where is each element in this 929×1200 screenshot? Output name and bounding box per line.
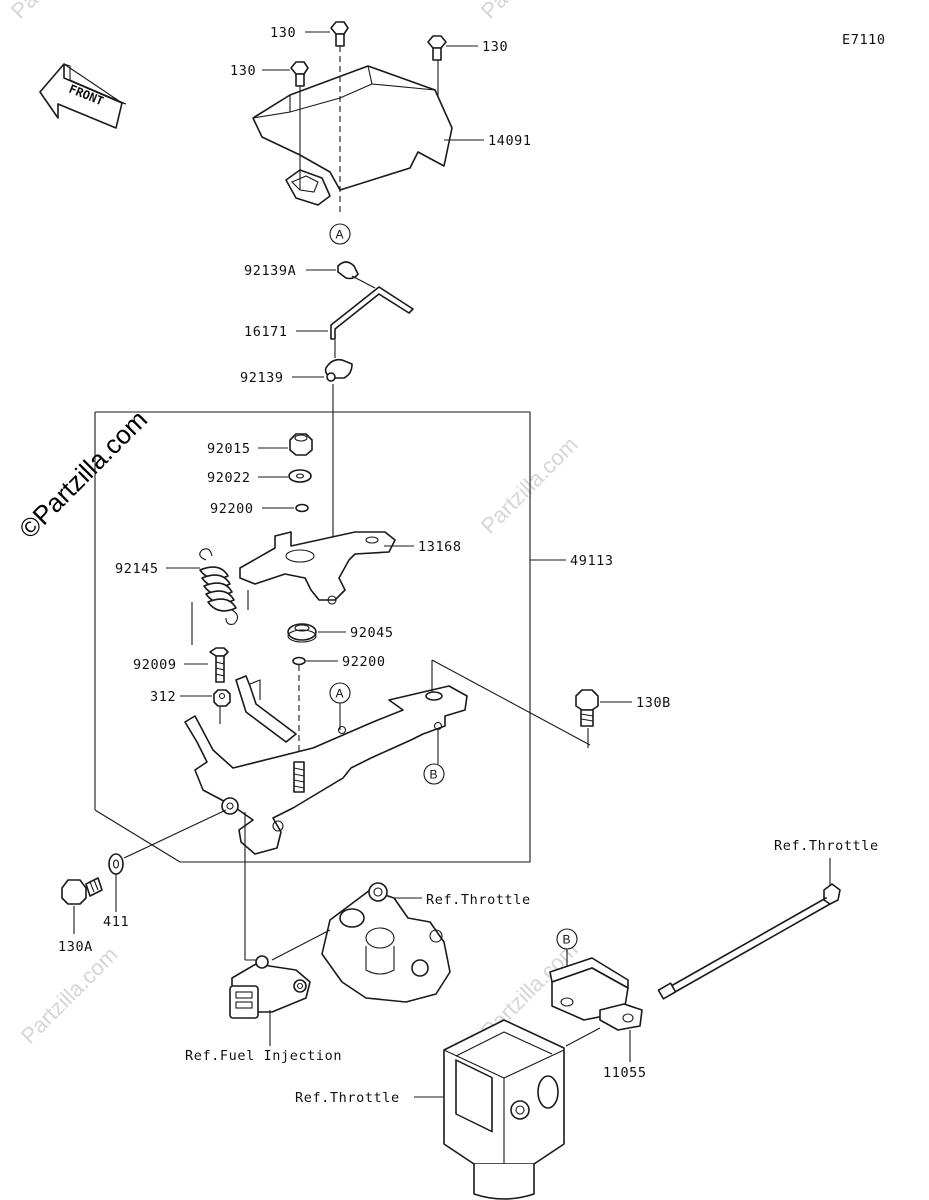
washer-411 <box>108 853 124 875</box>
clip-92139A <box>337 261 359 280</box>
svg-text:B: B <box>430 768 438 782</box>
bolt-130A <box>61 877 103 905</box>
washer-92200-a <box>295 503 309 513</box>
part-14091: 14091 <box>488 133 532 149</box>
part-13168: 13168 <box>418 539 462 555</box>
part-49113: 49113 <box>570 553 614 569</box>
clip-92139 <box>324 358 353 382</box>
part-92200-b: 92200 <box>342 654 386 670</box>
grommet-92045 <box>287 623 317 643</box>
fuel-injection-sensor <box>229 955 311 1019</box>
part-92022: 92022 <box>207 470 251 486</box>
assembly-box <box>95 411 531 863</box>
part-92200-a: 92200 <box>210 501 254 517</box>
part-130-left: 130 <box>230 63 256 79</box>
callout-b-bottom: B <box>556 928 578 950</box>
part-92045: 92045 <box>350 625 394 641</box>
nut-312 <box>213 689 231 707</box>
svg-text:A: A <box>336 228 344 242</box>
part-130A: 130A <box>58 939 93 955</box>
ref-fuel-injection: Ref.Fuel Injection <box>185 1048 342 1064</box>
washer-92022 <box>288 469 312 483</box>
ref-throttle-mid: Ref.Throttle <box>426 892 531 908</box>
lever-13168 <box>239 531 396 605</box>
watermark-top-left: Partzilla.com <box>6 0 113 24</box>
part-92145: 92145 <box>115 561 159 577</box>
part-130B: 130B <box>636 695 671 711</box>
throttle-cable <box>657 883 841 1000</box>
svg-text:A: A <box>336 687 344 701</box>
watermark-top-center: Partzilla.com <box>476 0 583 24</box>
bolt-130B <box>575 689 599 727</box>
watermark-bottom-left: Partzilla.com <box>16 942 123 1049</box>
rod-16171 <box>330 286 414 340</box>
callout-a-middle: A <box>329 682 351 704</box>
callout-a-top: A <box>329 223 351 245</box>
part-92139A: 92139A <box>244 263 296 279</box>
stud <box>293 761 305 793</box>
bolt-130-right <box>427 35 447 61</box>
ref-throttle-bottom: Ref.Throttle <box>295 1090 400 1106</box>
nut-92015 <box>289 433 313 456</box>
spring-92145 <box>199 548 239 625</box>
part-92015: 92015 <box>207 441 251 457</box>
front-arrow-icon: FRONT <box>39 63 127 129</box>
watermark-center: Partzilla.com <box>476 432 583 539</box>
part-312: 312 <box>150 689 176 705</box>
bolt-130-left <box>290 61 309 87</box>
watermark-main: ©Partzilla.com <box>13 404 153 544</box>
part-130-right: 130 <box>482 39 508 55</box>
part-92139: 92139 <box>240 370 284 386</box>
bolt-130-top <box>330 21 349 47</box>
bracket-11055 <box>549 957 643 1031</box>
svg-text:B: B <box>563 933 571 947</box>
part-11055: 11055 <box>603 1065 647 1081</box>
throttle-body-bottom <box>443 1019 565 1200</box>
ref-throttle-top-right: Ref.Throttle <box>774 838 879 854</box>
part-411: 411 <box>103 914 129 930</box>
part-130-top: 130 <box>270 25 296 41</box>
part-16171: 16171 <box>244 324 288 340</box>
bolt-92009 <box>209 647 229 683</box>
washer-92200-b <box>292 656 306 666</box>
throttle-body-mid <box>321 882 451 1003</box>
part-92009: 92009 <box>133 657 177 673</box>
callout-b-middle: B <box>423 763 445 785</box>
cover-14091 <box>252 65 453 206</box>
diagram-code: E7110 <box>842 32 886 48</box>
